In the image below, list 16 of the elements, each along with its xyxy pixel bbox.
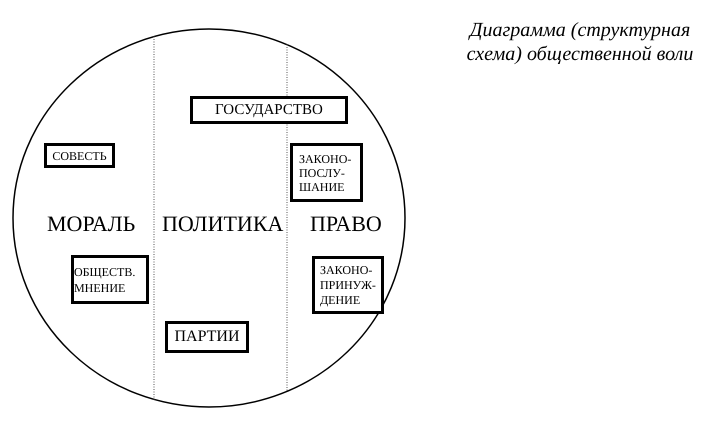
- concept-box: [290, 143, 363, 202]
- diagram-title: Диаграмма (структурная схема) общественной воли: [466, 18, 694, 66]
- box-text: ПАРТИИ: [174, 327, 240, 347]
- column-heading: ПОЛИТИКА: [162, 213, 284, 235]
- column-heading: МОРАЛЬ: [47, 213, 136, 235]
- concept-box: [165, 321, 249, 353]
- box-text: ОБЩЕСТВ. МНЕНИЕ: [74, 264, 136, 296]
- concept-box: [44, 143, 115, 168]
- concept-box: [190, 96, 348, 124]
- box-text: ЗАКОНО- ПОСЛУ- ШАНИЕ: [299, 152, 352, 194]
- concept-box: [312, 256, 384, 314]
- concept-box: [71, 255, 149, 304]
- box-text: ГОСУДАРСТВО: [215, 100, 323, 120]
- box-text: ЗАКОНО- ПРИНУЖ- ДЕНИЕ: [320, 262, 377, 308]
- box-text: СОВЕСТЬ: [52, 148, 107, 164]
- column-heading: ПРАВО: [310, 213, 382, 235]
